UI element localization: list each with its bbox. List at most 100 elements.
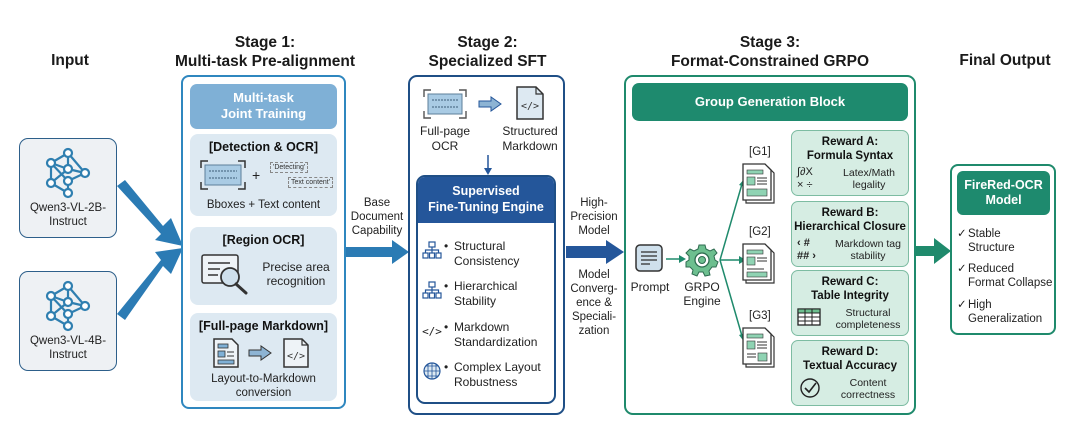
gear-icon — [685, 244, 719, 277]
sft-engine-header: Supervised Fine-Tuning Engine — [418, 177, 554, 223]
final-item-line1: Reduced — [968, 263, 1015, 275]
card-title: [Detection & OCR] — [208, 140, 319, 154]
neural-network-icon — [45, 147, 91, 199]
reward-d-textual-accuracy: Reward D: Textual Accuracy Content corre… — [791, 340, 909, 406]
right-arrow-icon — [478, 96, 502, 112]
final-item-text: Stable Structure — [968, 227, 1060, 255]
model-name: Qwen3-VL-4B- Instruct — [20, 334, 116, 362]
stage1-header-line2: Joint Training — [220, 106, 307, 121]
fullpage-ocr-icon — [423, 89, 467, 119]
card-description: Bboxes + Text content — [206, 199, 321, 211]
right-arrow-icon — [248, 345, 272, 361]
structured-markdown-label-line1: Structured — [502, 124, 558, 138]
final-model-header: FireRed-OCR Model — [957, 171, 1050, 215]
reward-description-line2: correctness — [840, 389, 896, 401]
prompt-document-icon — [635, 244, 663, 272]
reward-description: Content correctness — [826, 377, 910, 401]
reward-title: Reward C: Table Integrity — [792, 275, 908, 303]
sft-item-line1: Markdown — [454, 320, 510, 334]
reward-description-line1: Content — [849, 377, 887, 389]
arrow-from-4b — [117, 248, 183, 320]
hierarchy-icon — [422, 281, 442, 299]
bullet: • — [444, 279, 449, 293]
prompt-to-engine-arrow — [666, 255, 686, 263]
reward-description-line2: legality — [852, 179, 886, 191]
fullpage-ocr-label-line1: Full-page — [419, 124, 471, 138]
sft-item-markdown-standardization: </> • Markdown Standardization — [422, 320, 554, 352]
sft-item-line2: Robustness — [454, 375, 518, 389]
final-model-header-line1: FireRed-OCR — [964, 178, 1043, 192]
connector-label-line2: Converg- — [570, 283, 618, 295]
card-fullpage-markdown: [Full-page Markdown] </> Layout-to-Markd… — [190, 313, 337, 401]
connector-label-line1: Model — [578, 269, 610, 281]
final-item-line2: Structure — [968, 242, 1015, 254]
stage3-to-final-arrow — [916, 238, 951, 264]
sft-item-line1: Hierarchical — [454, 279, 518, 293]
input-model-4b: Qwen3-VL-4B- Instruct — [19, 271, 117, 371]
sft-item-line1: Complex Layout — [454, 360, 541, 374]
grpo-engine-label-line2: Engine — [683, 294, 721, 308]
card-description-line1: Precise area — [262, 260, 330, 274]
input-merge-arrows — [117, 180, 183, 320]
group-generation-block: Group Generation Block — [632, 83, 908, 121]
sft-engine-header-line1: Supervised — [452, 184, 520, 198]
model-name: Qwen3-VL-2B- Instruct — [20, 201, 116, 229]
stage1-header-line1: Multi-task — [233, 90, 294, 105]
final-model-header-line2: Model — [985, 193, 1022, 207]
sft-item-complex-layout: • Complex Layout Robustness — [422, 360, 554, 392]
neural-network-icon — [45, 280, 91, 332]
stage1-title: Stage 1: Multi-task Pre-alignment — [160, 33, 370, 71]
math-symbols-line1: ∫∂X — [797, 166, 813, 178]
structured-markdown-label: Structured Markdown — [495, 124, 565, 154]
reward-title: Reward A: Formula Syntax — [792, 135, 908, 163]
math-symbols-icon: ∫∂X × ÷ — [797, 166, 813, 192]
reward-description: Structural completeness — [826, 307, 910, 331]
hierarchy-icon — [422, 241, 442, 259]
reward-title: Reward B: Hierarchical Closure — [792, 206, 908, 234]
reward-c-table-integrity: Reward C: Table Integrity Structural com… — [791, 270, 909, 336]
stage3-title-line2: Format-Constrained GRPO — [670, 53, 870, 70]
layout-document-icon — [213, 338, 239, 368]
final-item-line1: Stable — [968, 228, 1001, 240]
prompt-label: Prompt — [630, 280, 670, 294]
document-scan-icon — [200, 160, 246, 190]
fullpage-ocr-label: Full-page OCR — [412, 124, 478, 154]
text-content-snippet: Text content' — [288, 177, 334, 188]
table-icon — [797, 308, 821, 326]
connector-label-line2: Document — [350, 211, 404, 223]
document-magnifier-icon — [201, 254, 248, 295]
check-icon: ✓ — [957, 299, 967, 311]
grpo-engine-label: GRPO Engine — [676, 280, 728, 308]
bullet: • — [444, 239, 449, 253]
plus-sign: + — [252, 167, 261, 183]
stage1-title-line1: Stage 1: — [234, 34, 296, 51]
svg-text:</>: </> — [287, 351, 305, 362]
connector-label-line3: ence & — [576, 297, 612, 309]
code-file-icon: </> — [283, 338, 309, 368]
reward-title-line1: Reward A: — [821, 136, 879, 148]
code-icon: </> — [422, 325, 442, 338]
math-symbols-line2: × ÷ — [797, 179, 813, 191]
sft-item-structural-consistency: • Structural Consistency — [422, 239, 554, 271]
input-title: Input — [51, 52, 89, 69]
reward-title: Reward D: Textual Accuracy — [792, 345, 908, 373]
group-g3-label: [G3] — [749, 310, 771, 322]
base-capability-label: Base Document Capability — [345, 196, 409, 238]
markdown-file-icon: </> — [516, 86, 544, 120]
model-convergence-label: Model Converg- ence & Speciali- zation — [564, 268, 624, 338]
reward-description-line2: stability — [850, 250, 886, 262]
group-g2-label: [G2] — [749, 226, 771, 238]
arrow-from-2b — [117, 180, 183, 246]
sft-item-text: Hierarchical Stability — [454, 279, 558, 309]
model-name-line1: Qwen3-VL-2B- — [29, 202, 107, 214]
sft-item-line1: Structural — [454, 239, 506, 253]
card-description: Precise area recognition — [256, 260, 336, 288]
fullpage-ocr-label-line2: OCR — [431, 139, 459, 153]
sft-item-line2: Consistency — [454, 254, 520, 268]
stage1-title-line2: Multi-task Pre-alignment — [175, 53, 355, 70]
reward-description: Latex/Math legality — [830, 167, 908, 191]
sft-item-line2: Stability — [454, 294, 497, 308]
stage1-to-stage2-arrow — [346, 240, 409, 264]
check-circle-icon — [800, 378, 820, 398]
model-name-line2: Instruct — [49, 216, 87, 228]
